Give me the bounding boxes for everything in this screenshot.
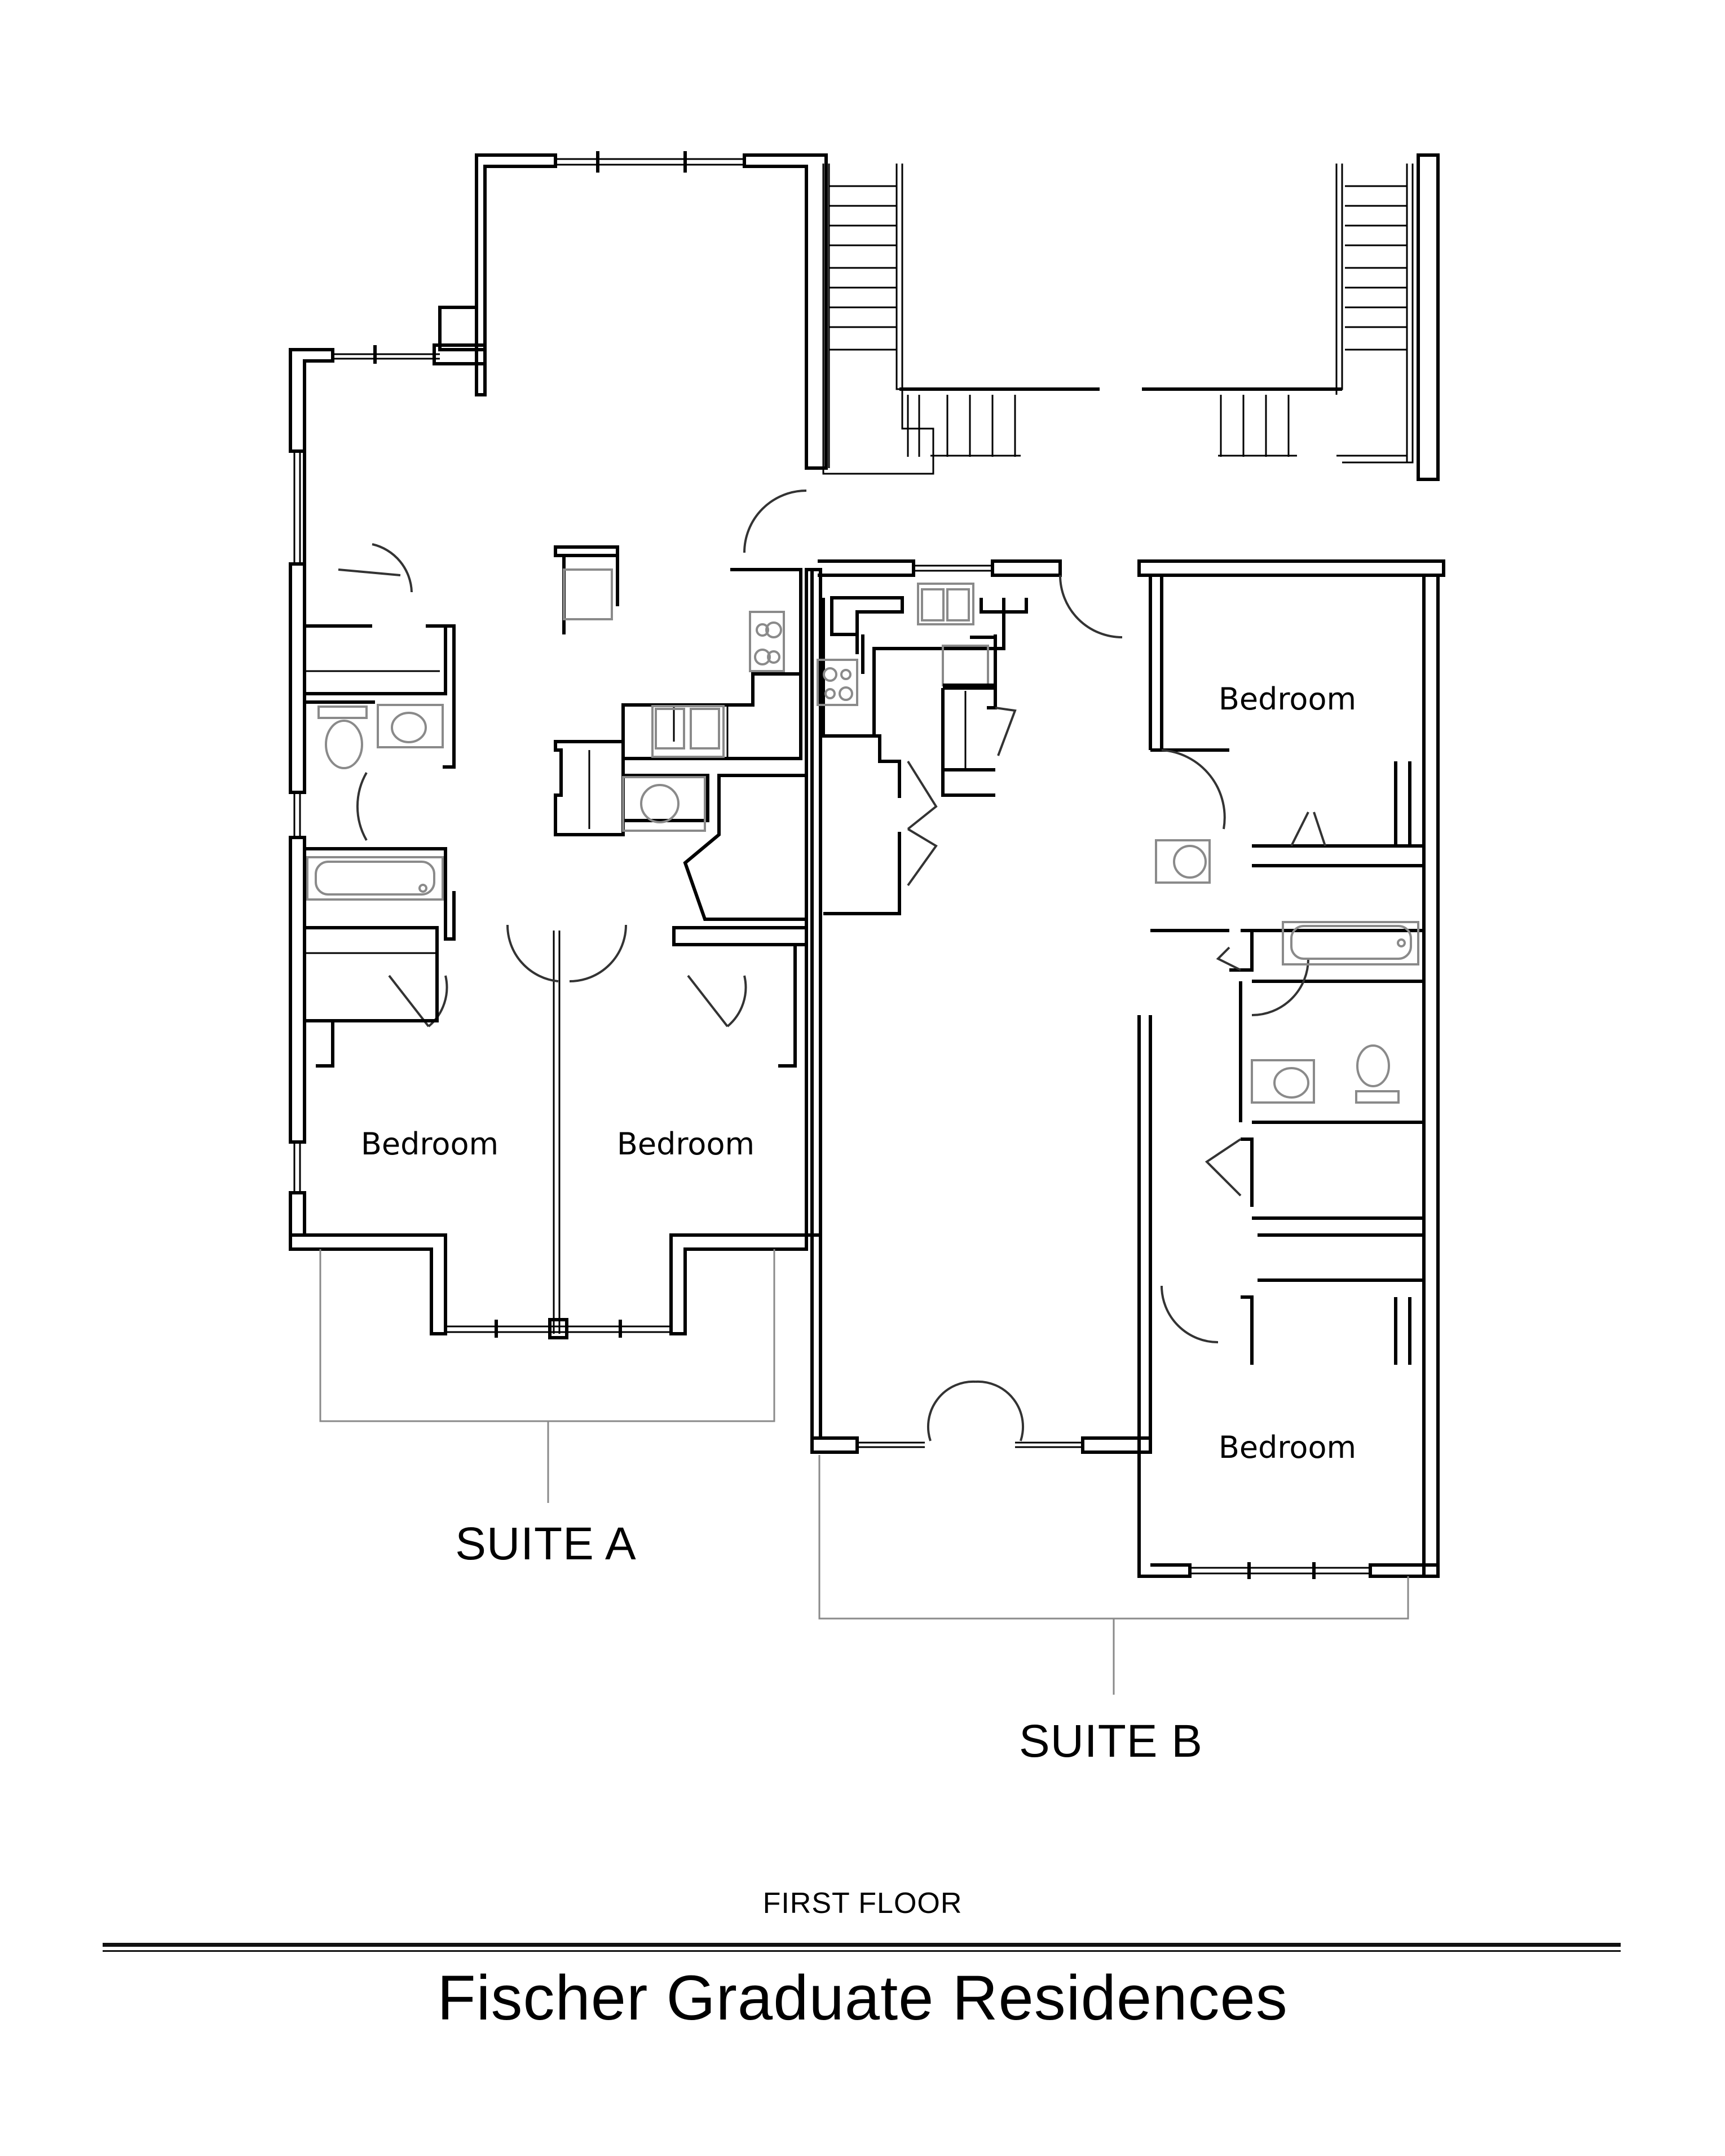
suite-leaders <box>319 1249 1409 1695</box>
suite-b-bracket <box>818 1455 1409 1620</box>
stairs <box>822 153 1440 481</box>
bath-sink-icon <box>377 704 444 748</box>
kitchen-sink-icon <box>651 705 725 758</box>
stove-icon <box>749 611 785 672</box>
room-label-bedroom: Bedroom <box>361 1126 498 1162</box>
stove-icon <box>817 659 858 706</box>
suite-a-interior <box>305 545 808 1068</box>
title-divider-thin <box>103 1950 1621 1952</box>
toilet-icon <box>325 720 363 769</box>
kitchen-sink-icon <box>917 583 974 625</box>
bathtub-icon <box>306 856 444 901</box>
room-label-bedroom: Bedroom <box>1219 1430 1356 1465</box>
suite-a-label: SUITE A <box>455 1518 636 1569</box>
toilet-tank-icon <box>1355 1090 1400 1104</box>
bath-sink-icon <box>1251 1059 1315 1104</box>
refrigerator-icon <box>942 645 989 686</box>
refrigerator-icon <box>563 568 613 620</box>
washer-icon <box>1155 839 1211 884</box>
suite-a-bracket <box>319 1249 775 1422</box>
floor-label: FIRST FLOOR <box>762 1887 963 1920</box>
suite-b-label: SUITE B <box>1019 1716 1203 1767</box>
washer-icon <box>622 776 706 832</box>
room-label-bedroom: Bedroom <box>1219 681 1356 717</box>
toilet-icon <box>1356 1044 1390 1087</box>
building-title: Fischer Graduate Residences <box>437 1963 1288 2033</box>
toilet-tank-icon <box>317 706 368 719</box>
title-divider <box>103 1943 1621 1947</box>
bathtub-icon <box>1282 921 1419 965</box>
room-label-bedroom: Bedroom <box>617 1126 755 1162</box>
doors <box>338 490 1326 1441</box>
fixtures <box>306 568 1419 1365</box>
suite-b-walls <box>810 559 1445 1579</box>
